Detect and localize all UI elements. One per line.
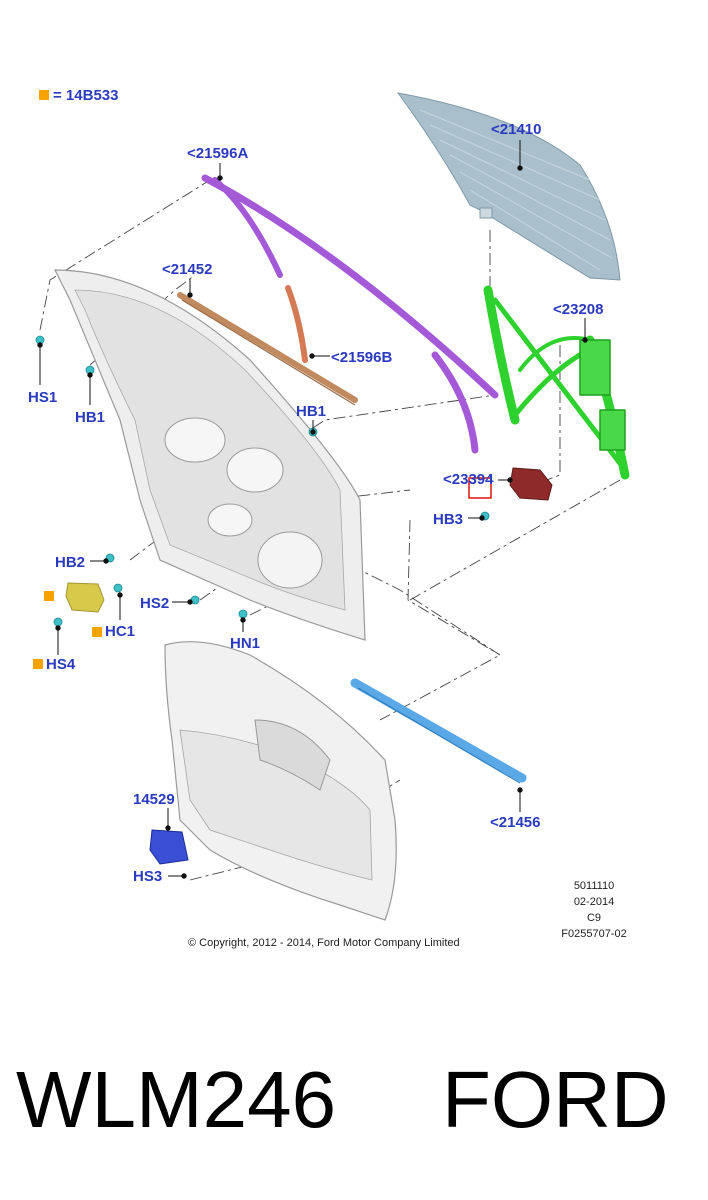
callout-hb1-left: HB1	[75, 409, 106, 426]
glass-run-channel-b	[285, 285, 308, 363]
footer-code: WLM246	[16, 1055, 337, 1144]
copyright-notice: © Copyright, 2012 - 2014, Ford Motor Com…	[188, 937, 460, 949]
hs4-symbol	[33, 659, 43, 669]
callout-hs2: HS2	[140, 595, 170, 612]
callout-run-channel-a: <21596A	[187, 145, 249, 162]
regulator-motor	[509, 467, 553, 501]
window-glass	[396, 92, 621, 281]
callout-hb3: HB3	[433, 511, 464, 528]
meta-line-1: 5011110	[573, 880, 615, 892]
callout-hn1: HN1	[230, 635, 261, 652]
callout-hb1-right: HB1	[296, 403, 327, 420]
callout-hs3: HS3	[133, 868, 163, 885]
callout-hs1: HS1	[28, 389, 58, 406]
door-inner-panel	[54, 269, 366, 641]
door-trim-panel	[164, 641, 397, 921]
outer-belt-weatherstrip	[350, 678, 527, 784]
exploded-door-diagram	[35, 92, 630, 921]
callout-motor: <23394	[443, 471, 494, 488]
hc1-symbol	[92, 627, 102, 637]
footer-brand: FORD	[442, 1055, 669, 1144]
legend-text: = 14B533	[53, 87, 119, 104]
callout-run-channel-b: <21596B	[331, 349, 393, 366]
callout-glass: <21410	[491, 121, 542, 138]
meta-line-2: 02-2014	[573, 896, 615, 908]
mounting-bracket	[65, 582, 105, 613]
callout-hb2: HB2	[55, 554, 86, 571]
inner-belt-weatherstrip	[177, 292, 358, 406]
meta-line-3: C9	[586, 912, 602, 924]
motor-highlight-box	[468, 477, 492, 499]
legend-symbol	[39, 90, 49, 100]
callout-switch: 14529	[133, 791, 175, 808]
callout-leaders	[37, 140, 588, 879]
callout-hs4: HS4	[46, 656, 76, 673]
glass-run-channel-a	[201, 174, 499, 454]
window-regulator	[483, 285, 630, 480]
callout-outer-belt: <21456	[490, 814, 541, 831]
callout-belt-weatherstrip: <21452	[162, 261, 213, 278]
callout-regulator: <23208	[553, 301, 604, 318]
fasteners	[35, 335, 490, 627]
bracket-symbol	[44, 591, 54, 601]
meta-line-4: F0255707-02	[561, 928, 627, 940]
window-switch	[149, 829, 189, 865]
callout-hc1: HC1	[105, 623, 136, 640]
